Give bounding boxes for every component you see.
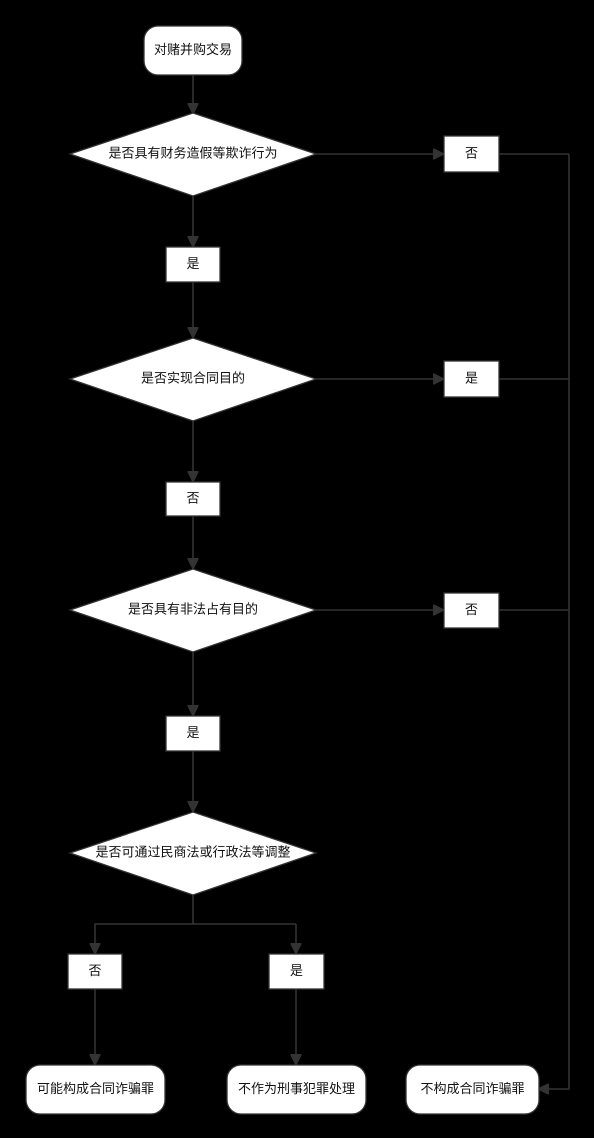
box-q2-no: 否 bbox=[165, 481, 221, 517]
box-q4-yes-label: 是 bbox=[290, 964, 303, 979]
decision-q2-label: 是否实现合同目的 bbox=[141, 371, 245, 387]
end-not-fraud: 不构成合同诈骗罪 bbox=[405, 1064, 540, 1115]
edges bbox=[95, 75, 570, 1089]
decision-q1: 是否具有财务造假等欺诈行为 bbox=[67, 112, 319, 197]
end-noncriminal: 不作为刑事犯罪处理 bbox=[226, 1064, 367, 1115]
decision-q4: 是否可通过民商法或行政法等调整 bbox=[67, 811, 319, 896]
decision-q4-label: 是否可通过民商法或行政法等调整 bbox=[95, 845, 290, 861]
box-q3-no: 否 bbox=[443, 592, 500, 629]
box-q4-yes: 是 bbox=[268, 953, 325, 990]
edge-collector-to-not-fraud bbox=[539, 154, 570, 1089]
box-q2-no-label: 否 bbox=[186, 492, 199, 507]
box-q1-yes-label: 是 bbox=[186, 257, 199, 272]
box-q2-yes-label: 是 bbox=[465, 372, 478, 387]
box-q1-no-label: 否 bbox=[465, 147, 478, 162]
decision-q2: 是否实现合同目的 bbox=[67, 337, 319, 422]
box-q3-yes-label: 是 bbox=[186, 726, 199, 741]
decision-q3-label: 是否具有非法占有目的 bbox=[128, 602, 258, 618]
end-fraud-label: 可能构成合同诈骗罪 bbox=[37, 1082, 154, 1097]
box-q4-no: 否 bbox=[67, 953, 123, 990]
decision-q3: 是否具有非法占有目的 bbox=[67, 568, 319, 653]
box-q4-no-label: 否 bbox=[88, 964, 101, 979]
box-q3-yes: 是 bbox=[165, 715, 221, 752]
end-not-fraud-label: 不构成合同诈骗罪 bbox=[420, 1082, 524, 1097]
end-noncriminal-label: 不作为刑事犯罪处理 bbox=[238, 1082, 355, 1097]
start-label: 对赌并购交易 bbox=[154, 42, 232, 58]
box-q3-no-label: 否 bbox=[465, 603, 478, 618]
decision-q1-label: 是否具有财务造假等欺诈行为 bbox=[108, 146, 277, 162]
box-q1-yes: 是 bbox=[165, 246, 221, 283]
box-q2-yes: 是 bbox=[443, 360, 500, 398]
box-q1-no: 否 bbox=[443, 135, 500, 173]
start-node: 对赌并购交易 bbox=[143, 25, 243, 76]
end-fraud: 可能构成合同诈骗罪 bbox=[25, 1064, 166, 1115]
edge-q4-to-no bbox=[95, 895, 194, 953]
